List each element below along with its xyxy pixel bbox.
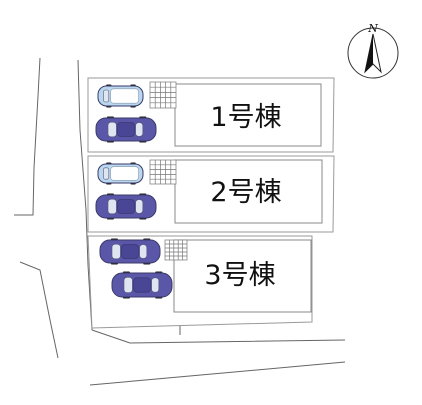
building-label-3: 3号棟 <box>204 260 275 291</box>
parking-cars <box>95 84 173 299</box>
bicycle-parking-grid <box>164 239 188 261</box>
van-car-icon <box>97 162 144 185</box>
lot-2: 2号棟 <box>87 155 335 233</box>
building-2 <box>174 159 323 224</box>
bicycle-parking-grid <box>149 81 177 109</box>
sedan-car-icon <box>95 193 157 220</box>
sedan-car-icon <box>99 238 161 265</box>
lot-1: 1号棟 <box>87 77 335 153</box>
building-label-1: 1号棟 <box>210 102 281 133</box>
bicycle-parking-icon <box>149 81 188 261</box>
compass-label: N <box>367 22 378 35</box>
north-arrow-icon: N <box>347 22 399 79</box>
van-car-icon <box>97 84 144 108</box>
sedan-car-icon <box>111 271 173 299</box>
building-3 <box>173 239 312 313</box>
building-1 <box>174 83 322 147</box>
sedan-car-icon <box>95 116 157 143</box>
bicycle-parking-grid <box>149 159 177 185</box>
building-label-2: 2号棟 <box>210 177 281 208</box>
